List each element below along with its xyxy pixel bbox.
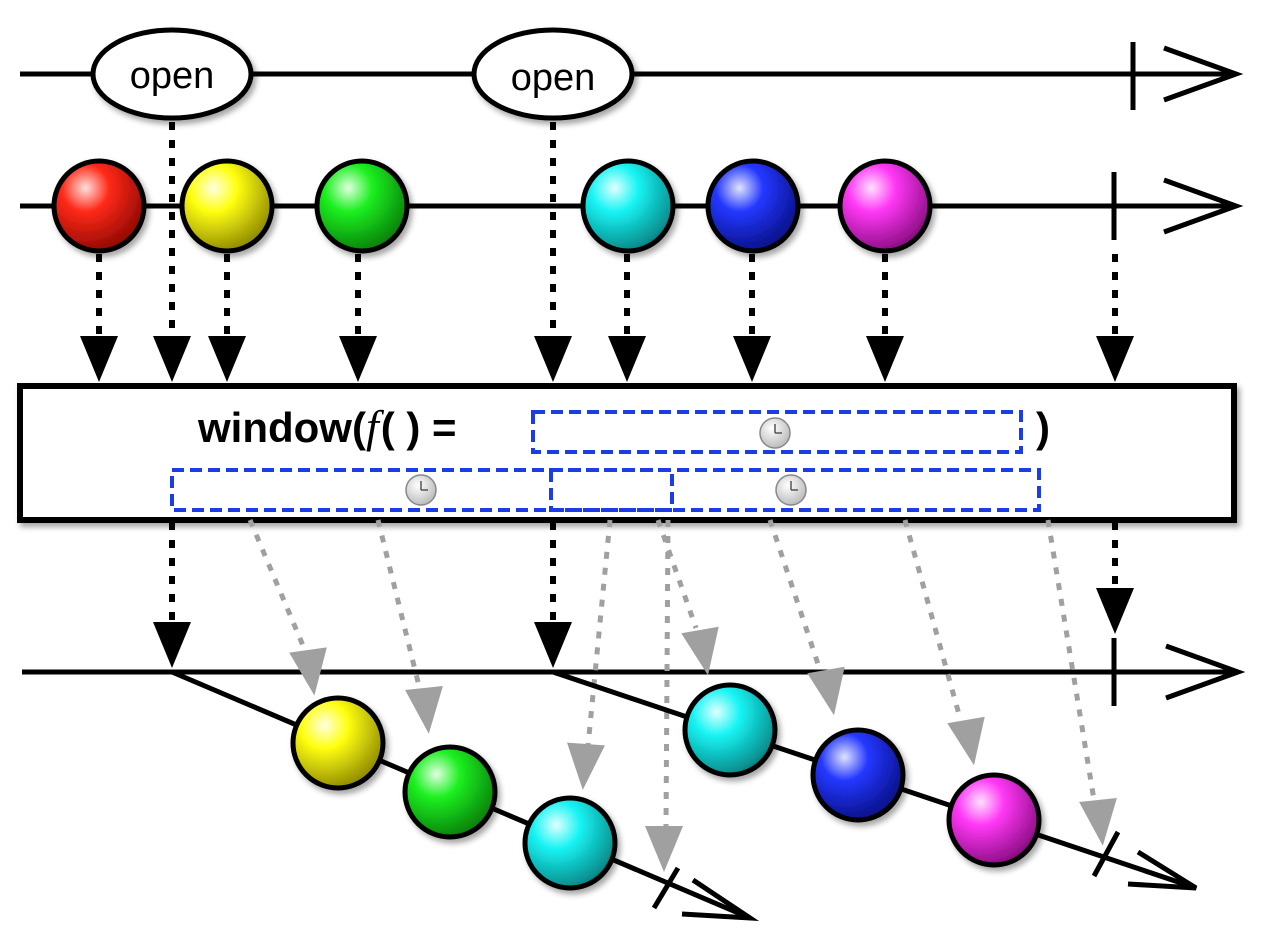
window-1 — [171, 669, 760, 922]
marble-magenta — [837, 158, 933, 254]
source-marbles — [51, 158, 933, 254]
marble-yellow — [290, 695, 386, 791]
marble-blue — [705, 158, 801, 254]
marble-magenta — [946, 772, 1042, 868]
operator-label: window(f( ) = — [197, 401, 457, 452]
completion-mark — [651, 866, 681, 910]
marble-cyan — [682, 682, 778, 778]
marble-yellow — [179, 158, 275, 254]
clock-icon — [759, 417, 791, 449]
input-arrowheads — [80, 336, 1134, 382]
open-marker-label: open — [511, 57, 596, 99]
window-2 — [552, 669, 1198, 891]
marble-green — [314, 158, 410, 254]
open-marker — [471, 27, 635, 121]
open-marker-label: open — [130, 55, 215, 97]
clock-icon — [405, 474, 437, 506]
open-marker — [90, 27, 254, 121]
opening-stream: open open — [20, 27, 1244, 121]
marble-cyan — [522, 795, 618, 891]
clock-icon — [775, 474, 807, 506]
marble-green — [402, 744, 498, 840]
operator-box: window(f( ) = ) — [17, 383, 1237, 523]
marble-red — [51, 158, 147, 254]
input-connectors — [96, 122, 1118, 340]
operator-close-paren: ) — [1036, 404, 1050, 451]
window-connectors — [247, 519, 1097, 827]
timer-window-2 — [549, 468, 1041, 512]
marble-blue — [810, 727, 906, 823]
output-connectors — [169, 522, 1118, 622]
output-stream — [22, 638, 1246, 706]
marble-cyan — [580, 158, 676, 254]
completion-mark — [1091, 830, 1121, 878]
timer-window-template — [531, 410, 1023, 454]
